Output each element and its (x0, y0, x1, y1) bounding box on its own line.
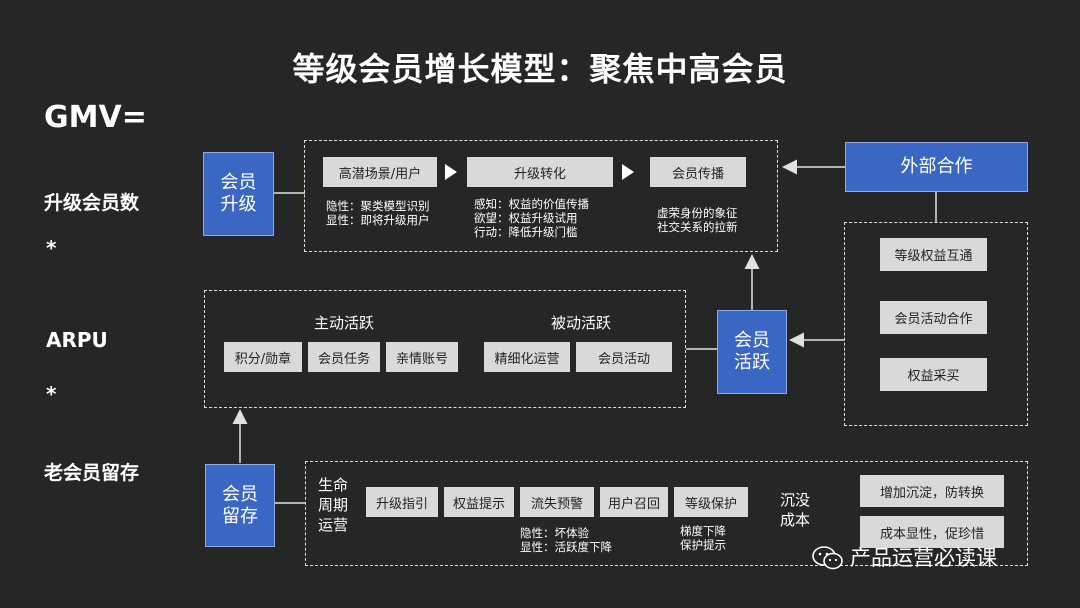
member-active-box: 会员 活跃 (717, 310, 787, 394)
external-partnership-box: 外部合作 (845, 142, 1028, 192)
step-member-spread: 会员传播 (650, 157, 746, 187)
step-upgrade-conversion: 升级转化 (467, 157, 613, 187)
watermark: 产品运营必读课 (812, 542, 997, 572)
item-benefit-purchase: 权益采买 (880, 358, 987, 391)
item-fine-operation: 精细化运营 (484, 342, 570, 372)
note-high-potential: 隐性：聚类模型识别 显性：即将升级用户 (326, 199, 430, 227)
upgrade-dashed-group (304, 140, 778, 252)
item-member-tasks: 会员任务 (308, 342, 380, 372)
passive-title: 被动活跃 (551, 314, 612, 332)
active-dashed-group (204, 290, 686, 408)
step-user-recall: 用户召回 (600, 487, 668, 517)
item-activity-cooperation: 会员活动合作 (880, 301, 987, 334)
member-retention-box: 会员 留存 (205, 464, 275, 547)
arrow-right-icon (445, 164, 457, 180)
item-points-badges: 积分/勋章 (224, 342, 302, 372)
page-title: 等级会员增长模型：聚焦中高会员 (292, 50, 788, 88)
step-tier-protection: 等级保护 (674, 487, 748, 517)
sunk-cost-label: 沉没 成本 (780, 491, 811, 529)
wechat-icon (812, 545, 843, 570)
proactive-title: 主动活跃 (314, 314, 375, 332)
note-tier-protection: 梯度下降 保护提示 (680, 524, 726, 552)
item-family-account: 亲情账号 (386, 342, 458, 372)
item-increase-accumulation: 增加沉淀，防转换 (860, 475, 1004, 507)
formula-upgrade-count: 升级会员数 (44, 192, 140, 214)
formula-arpu: ARPU (46, 328, 108, 352)
step-upgrade-guide: 升级指引 (366, 487, 438, 517)
formula-gmv: GMV= (44, 100, 147, 135)
item-tier-benefits-exchange: 等级权益互通 (880, 238, 987, 271)
item-explicit-cost: 成本显性，促珍惜 (860, 516, 1004, 548)
note-upgrade-conversion: 感知：权益的价值传播 欲望：权益升级试用 行动：降低升级门槛 (474, 197, 589, 239)
step-high-potential: 高潜场景/用户 (323, 157, 437, 187)
formula-retention: 老会员留存 (44, 462, 140, 484)
formula-multiply-1: * (46, 236, 57, 260)
item-member-activity: 会员活动 (576, 342, 672, 372)
note-member-spread: 虚荣身份的象征 社交关系的拉新 (657, 206, 738, 234)
step-benefit-reminder: 权益提示 (444, 487, 514, 517)
retention-dashed-group (305, 461, 1028, 566)
arrow-right-icon (622, 164, 634, 180)
member-upgrade-box: 会员 升级 (203, 152, 274, 236)
formula-multiply-2: * (46, 382, 57, 406)
watermark-text: 产品运营必读课 (850, 546, 997, 570)
external-dashed-group (844, 222, 1028, 426)
note-churn: 隐性：坏体验 显性：活跃度下降 (520, 526, 612, 554)
lifecycle-label: 生命 周期 运营 (318, 476, 349, 534)
step-churn-warning: 流失预警 (520, 487, 594, 517)
